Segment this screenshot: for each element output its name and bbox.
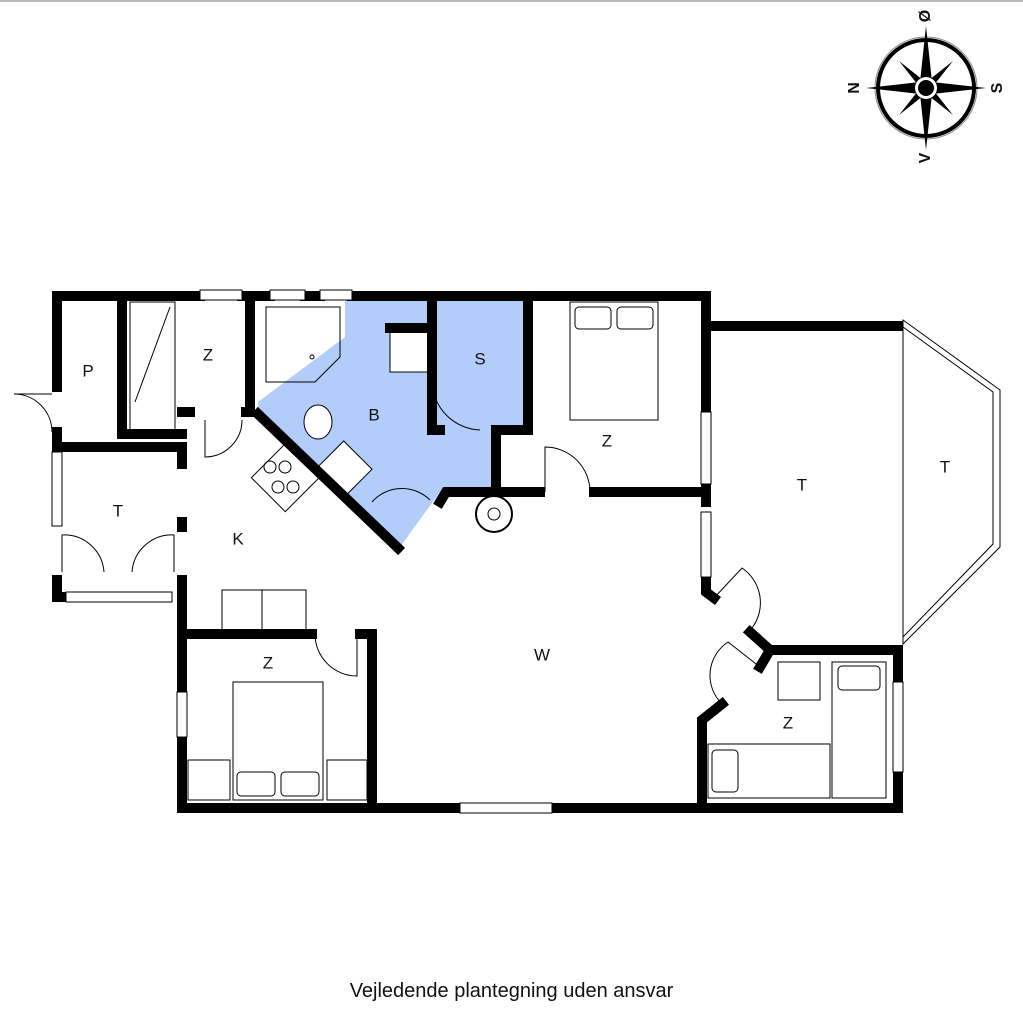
room-label-z-top-left: Z — [203, 345, 213, 364]
sauna-heater — [389, 331, 431, 373]
walls — [52, 291, 903, 813]
room-label-t-terrace: T — [940, 457, 950, 476]
compass-label-left: N — [846, 82, 863, 94]
wood-stove — [475, 495, 513, 533]
toilet — [303, 404, 333, 440]
room-label-t-left: T — [113, 501, 123, 520]
bathtub — [265, 306, 341, 383]
compass-label-top: Ø — [917, 10, 934, 22]
room-label-p: P — [82, 361, 93, 380]
beds-bottom-right — [707, 661, 887, 799]
bathroom-area — [258, 298, 524, 547]
room-label-b: B — [368, 405, 379, 424]
compass-label-right: S — [989, 82, 1006, 93]
compass-rose-icon — [866, 26, 986, 150]
bed-top-mid — [569, 301, 659, 421]
room-label-z-top-mid: Z — [602, 431, 612, 450]
bed-bottom-left — [187, 681, 368, 801]
room-label-k: K — [232, 529, 244, 548]
room-label-w: W — [534, 645, 550, 664]
room-label-z-bottom-right: Z — [783, 713, 793, 732]
fridge — [261, 589, 307, 631]
disclaimer-caption: Vejledende plantegning uden ansvar — [349, 980, 674, 1002]
terrace-outline — [902, 319, 1001, 646]
room-label-t-right: T — [797, 475, 807, 494]
doors — [13, 381, 761, 705]
room-label-s: S — [474, 349, 485, 368]
room-label-z-bottom-left: Z — [263, 653, 273, 672]
compass-label-bottom: V — [917, 152, 934, 163]
shower — [129, 301, 176, 431]
